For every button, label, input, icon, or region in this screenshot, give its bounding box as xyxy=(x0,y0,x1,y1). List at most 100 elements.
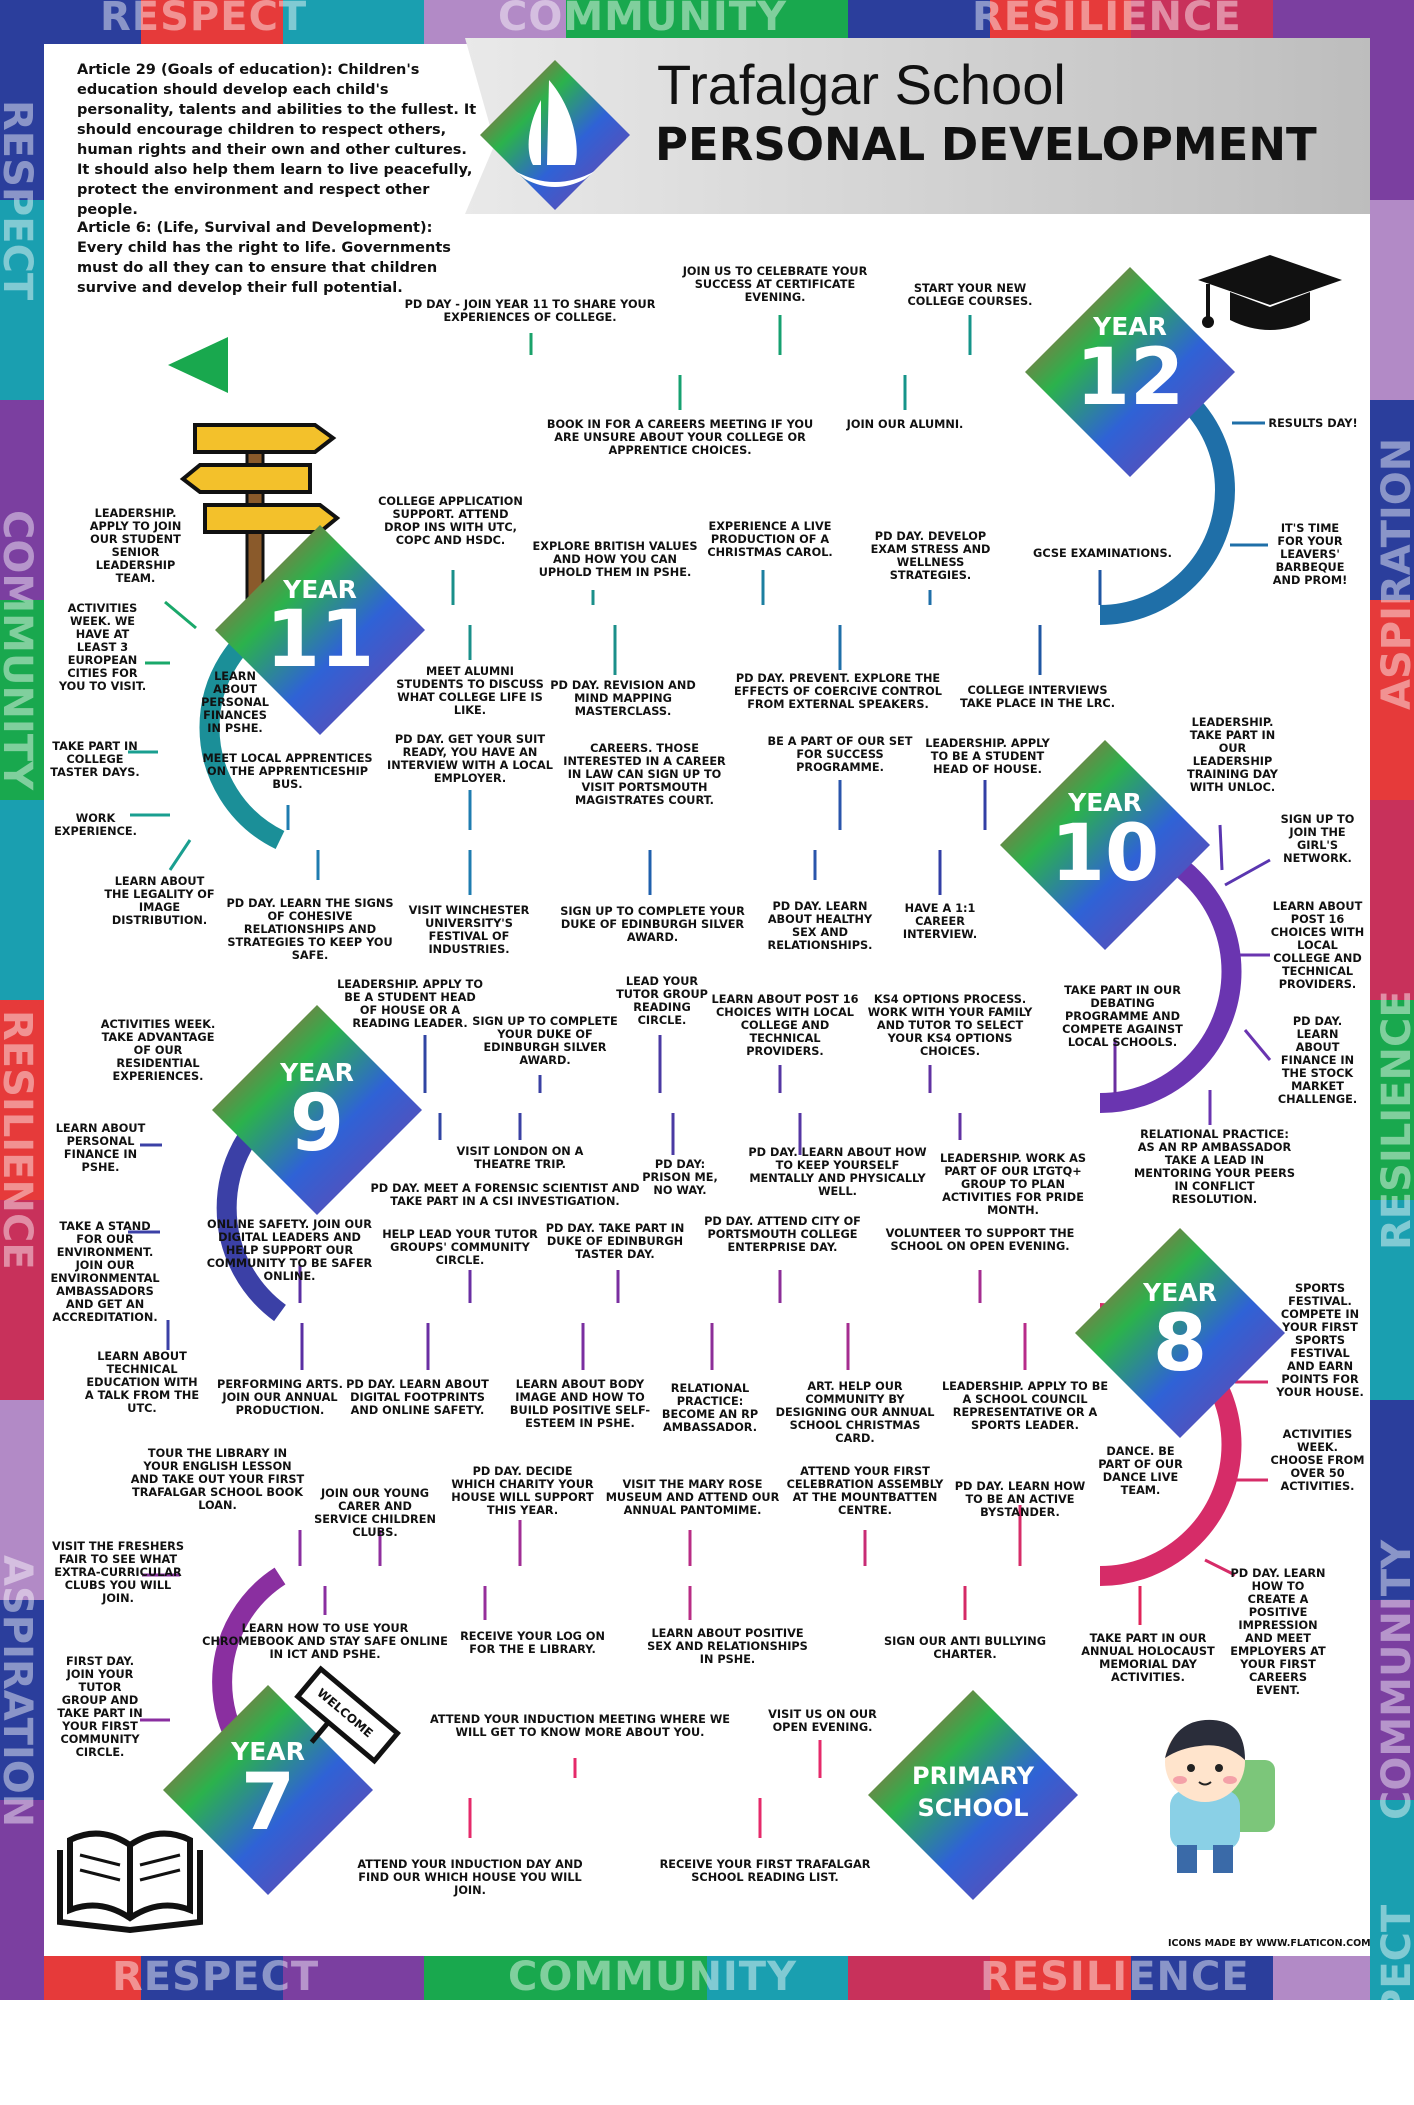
border-word: RESPECT xyxy=(100,0,308,40)
primary-school-line2: SCHOOL xyxy=(917,1794,1029,1822)
milestone-label: LEARN ABOUT TECHNICAL EDUCATION WITH A T… xyxy=(84,1350,200,1415)
milestone-label: JOIN OUR YOUNG CARER AND SERVICE CHILDRE… xyxy=(314,1487,436,1539)
milestone-label: JOIN US TO CELEBRATE YOUR SUCCESS AT CER… xyxy=(682,265,868,304)
milestone-label: BOOK IN FOR A CAREERS MEETING IF YOU ARE… xyxy=(546,418,814,457)
milestone-label: VISIT LONDON ON A THEATRE TRIP. xyxy=(456,1145,584,1171)
milestone-label: PD DAY. DECIDE WHICH CHARITY YOUR HOUSE … xyxy=(451,1465,594,1517)
icon-credit: ICONS MADE BY WWW.FLATICON.COM xyxy=(1168,1938,1371,1949)
milestone-label: PD DAY. LEARN ABOUT HOW TO KEEP YOURSELF… xyxy=(748,1146,927,1198)
milestone-label: ACTIVITIES WEEK. CHOOSE FROM OVER 50 ACT… xyxy=(1270,1428,1365,1493)
welcome-sign-icon xyxy=(294,1665,401,1765)
milestone-label: KS4 OPTIONS PROCESS. WORK WITH YOUR FAMI… xyxy=(867,993,1033,1058)
border-left xyxy=(0,0,44,2000)
milestone-label: RECEIVE YOUR LOG ON FOR THE E LIBRARY. xyxy=(460,1630,605,1656)
milestone-label: VOLUNTEER TO SUPPORT THE SCHOOL ON OPEN … xyxy=(885,1227,1075,1253)
milestone-label: ONLINE SAFETY. JOIN OUR DIGITAL LEADERS … xyxy=(206,1218,373,1283)
milestone-label: LEADERSHIP. APPLY TO BE A STUDENT HEAD O… xyxy=(337,978,483,1030)
milestone-label: LEARN ABOUT THE LEGALITY OF IMAGE DISTRI… xyxy=(104,875,215,927)
milestone-label: VISIT WINCHESTER UNIVERSITY'S FESTIVAL O… xyxy=(408,904,530,956)
milestone-label: VISIT US ON OUR OPEN EVENING. xyxy=(768,1708,877,1734)
milestone-label: START YOUR NEW COLLEGE COURSES. xyxy=(907,282,1033,308)
milestone-label: SPORTS FESTIVAL. COMPETE IN YOUR FIRST S… xyxy=(1276,1282,1364,1399)
milestone-label: ART. HELP OUR COMMUNITY BY DESIGNING OUR… xyxy=(775,1380,935,1445)
milestone-label: LEADERSHIP. APPLY TO BE A SCHOOL COUNCIL… xyxy=(941,1380,1109,1432)
milestone-label: WORK EXPERIENCE. xyxy=(54,812,137,838)
year-9-word: YEAR xyxy=(280,1058,354,1087)
milestone-label: RECEIVE YOUR FIRST TRAFALGAR SCHOOL READ… xyxy=(659,1858,871,1884)
milestone-label: COLLEGE APPLICATION SUPPORT. ATTEND DROP… xyxy=(378,495,523,547)
year-12-number: 12 xyxy=(1075,333,1185,423)
article-29: Article 29 (Goals of education): Childre… xyxy=(77,62,477,218)
milestone-label: RELATIONAL PRACTICE: BECOME AN RP AMBASS… xyxy=(661,1382,759,1434)
milestone-label: ACTIVITIES WEEK. TAKE ADVANTAGE OF OUR R… xyxy=(100,1018,216,1083)
milestone-label: PERFORMING ARTS. JOIN OUR ANNUAL PRODUCT… xyxy=(217,1378,343,1417)
milestone-label: CAREERS. THOSE INTERESTED IN A CAREER IN… xyxy=(563,742,726,807)
year-7-number: 7 xyxy=(240,1758,296,1848)
year-7-badge xyxy=(163,1685,373,1895)
year-10-badge xyxy=(1000,740,1210,950)
year-10-word: YEAR xyxy=(1068,788,1142,817)
milestone-label: PD DAY: PRISON ME, NO WAY. xyxy=(642,1158,718,1197)
milestone-label: LEARN ABOUT POST 16 CHOICES WITH LOCAL C… xyxy=(711,993,859,1058)
milestone-label: TAKE PART IN COLLEGE TASTER DAYS. xyxy=(50,740,140,779)
milestone-label: PD DAY. LEARN HOW TO CREATE A POSITIVE I… xyxy=(1230,1567,1326,1697)
article-6: Article 6: (Life, Survival and Developme… xyxy=(77,220,451,296)
band-building: BUILDING STRONG RELATIONSHIPS xyxy=(542,1302,878,1322)
year-10-number: 10 xyxy=(1050,809,1160,899)
band-relational: RELATIONAL PRACTICE xyxy=(601,1565,819,1585)
milestone-label: IT'S TIME FOR YOUR LEAVERS' BARBEQUE AND… xyxy=(1272,522,1348,587)
milestone-label: EXPLORE BRITISH VALUES AND HOW YOU CAN U… xyxy=(532,540,698,579)
primary-school-badge xyxy=(868,1690,1078,1900)
milestone-label: TAKE PART IN OUR ANNUAL HOLOCAUST MEMORI… xyxy=(1081,1632,1215,1684)
year-8-number: 8 xyxy=(1152,1299,1208,1389)
year-7-word: YEAR xyxy=(231,1737,305,1766)
year-8-badge xyxy=(1075,1228,1285,1438)
milestone-label: MEET LOCAL APPRENTICES ON THE APPRENTICE… xyxy=(202,752,373,791)
milestone-label: PD DAY. LEARN ABOUT FINANCE IN THE STOCK… xyxy=(1277,1015,1358,1106)
milestone-label: LEARN ABOUT PERSONAL FINANCES IN PSHE. xyxy=(201,670,269,735)
year-12-badge xyxy=(1025,267,1235,477)
milestone-label: LEARN ABOUT BODY IMAGE AND HOW TO BUILD … xyxy=(509,1378,651,1430)
milestone-label: PD DAY. PREVENT. EXPLORE THE EFFECTS OF … xyxy=(734,672,942,711)
milestone-label: PD DAY. MEET A FORENSIC SCIENTIST AND TA… xyxy=(370,1182,640,1208)
milestone-label: ATTEND YOUR INDUCTION MEETING WHERE WE W… xyxy=(429,1713,730,1739)
milestone-label: ATTEND YOUR FIRST CELEBRATION ASSEMBLY A… xyxy=(786,1465,944,1517)
border-word: RESILIENCE xyxy=(972,0,1242,40)
milestone-label: ACTIVITIES WEEK. WE HAVE AT LEAST 3 EURO… xyxy=(58,602,147,693)
band-repairing: REPAIRING RELATIONSHIPS xyxy=(579,829,841,849)
milestone-label: DANCE. BE PART OF OUR DANCE LIVE TEAM. xyxy=(1098,1445,1183,1497)
milestone-label: RESULTS DAY! xyxy=(1268,417,1358,430)
milestone-label: LEAD YOUR TUTOR GROUP READING CIRCLE. xyxy=(616,975,708,1027)
milestone-label: PD DAY. LEARN THE SIGNS OF COHESIVE RELA… xyxy=(226,897,394,962)
primary-school-line1: PRIMARY xyxy=(911,1762,1034,1790)
milestone-label: PD DAY. ATTEND CITY OF PORTSMOUTH COLLEG… xyxy=(704,1215,861,1254)
milestone-label: PD DAY. REVISION AND MIND MAPPING MASTER… xyxy=(550,679,696,718)
border-word: COMMUNITY xyxy=(508,1954,798,2000)
milestone-label: LEADERSHIP. APPLY TO BE A STUDENT HEAD O… xyxy=(925,737,1050,776)
milestone-label: SIGN UP TO COMPLETE YOUR DUKE OF EDINBUR… xyxy=(472,1015,618,1067)
school-name: Trafalgar School xyxy=(657,53,1066,116)
milestone-label: COLLEGE INTERVIEWS TAKE PLACE IN THE LRC… xyxy=(959,684,1116,710)
milestone-label: PD DAY. LEARN ABOUT HEALTHY SEX AND RELA… xyxy=(767,900,873,952)
milestone-label: PD DAY. LEARN HOW TO BE AN ACTIVE BYSTAN… xyxy=(954,1480,1086,1519)
milestone-label: HAVE A 1:1 CAREER INTERVIEW. xyxy=(902,902,978,941)
band-maintaining: MAINTAINING STRONG RELATIONSHIPS xyxy=(514,1092,886,1112)
border-right xyxy=(1370,0,1414,2000)
milestone-label: PD DAY - JOIN YEAR 11 TO SHARE YOUR EXPE… xyxy=(404,298,656,324)
milestone-label: LEADERSHIP. APPLY TO JOIN OUR STUDENT SE… xyxy=(89,507,182,585)
arrow-icon xyxy=(168,337,228,393)
sailboat-logo-icon xyxy=(480,60,630,210)
border-word: RESPECT xyxy=(112,1954,320,2000)
milestone-label: SIGN OUR ANTI BULLYING CHARTER. xyxy=(884,1635,1046,1661)
milestone-label: BE A PART OF OUR SET FOR SUCCESS PROGRAM… xyxy=(767,735,913,774)
milestone-label: PD DAY. TAKE PART IN DUKE OF EDINBURGH T… xyxy=(545,1222,685,1261)
milestone-label: LEARN ABOUT PERSONAL FINANCE IN PSHE. xyxy=(55,1122,146,1174)
milestone-label: HELP LEAD YOUR TUTOR GROUPS' COMMUNITY C… xyxy=(382,1228,538,1267)
milestone-label: MEET ALUMNI STUDENTS TO DISCUSS WHAT COL… xyxy=(396,665,544,717)
milestone-label: ATTEND YOUR INDUCTION DAY AND FIND OUR W… xyxy=(357,1858,583,1897)
year-8-word: YEAR xyxy=(1143,1278,1217,1307)
milestone-label: VISIT THE FRESHERS FAIR TO SEE WHAT EXTR… xyxy=(51,1540,184,1605)
year-11-badge xyxy=(215,525,425,735)
milestone-label: EXPERIENCE A LIVE PRODUCTION OF A CHRIST… xyxy=(707,520,833,559)
year-11-word: YEAR xyxy=(283,575,357,604)
